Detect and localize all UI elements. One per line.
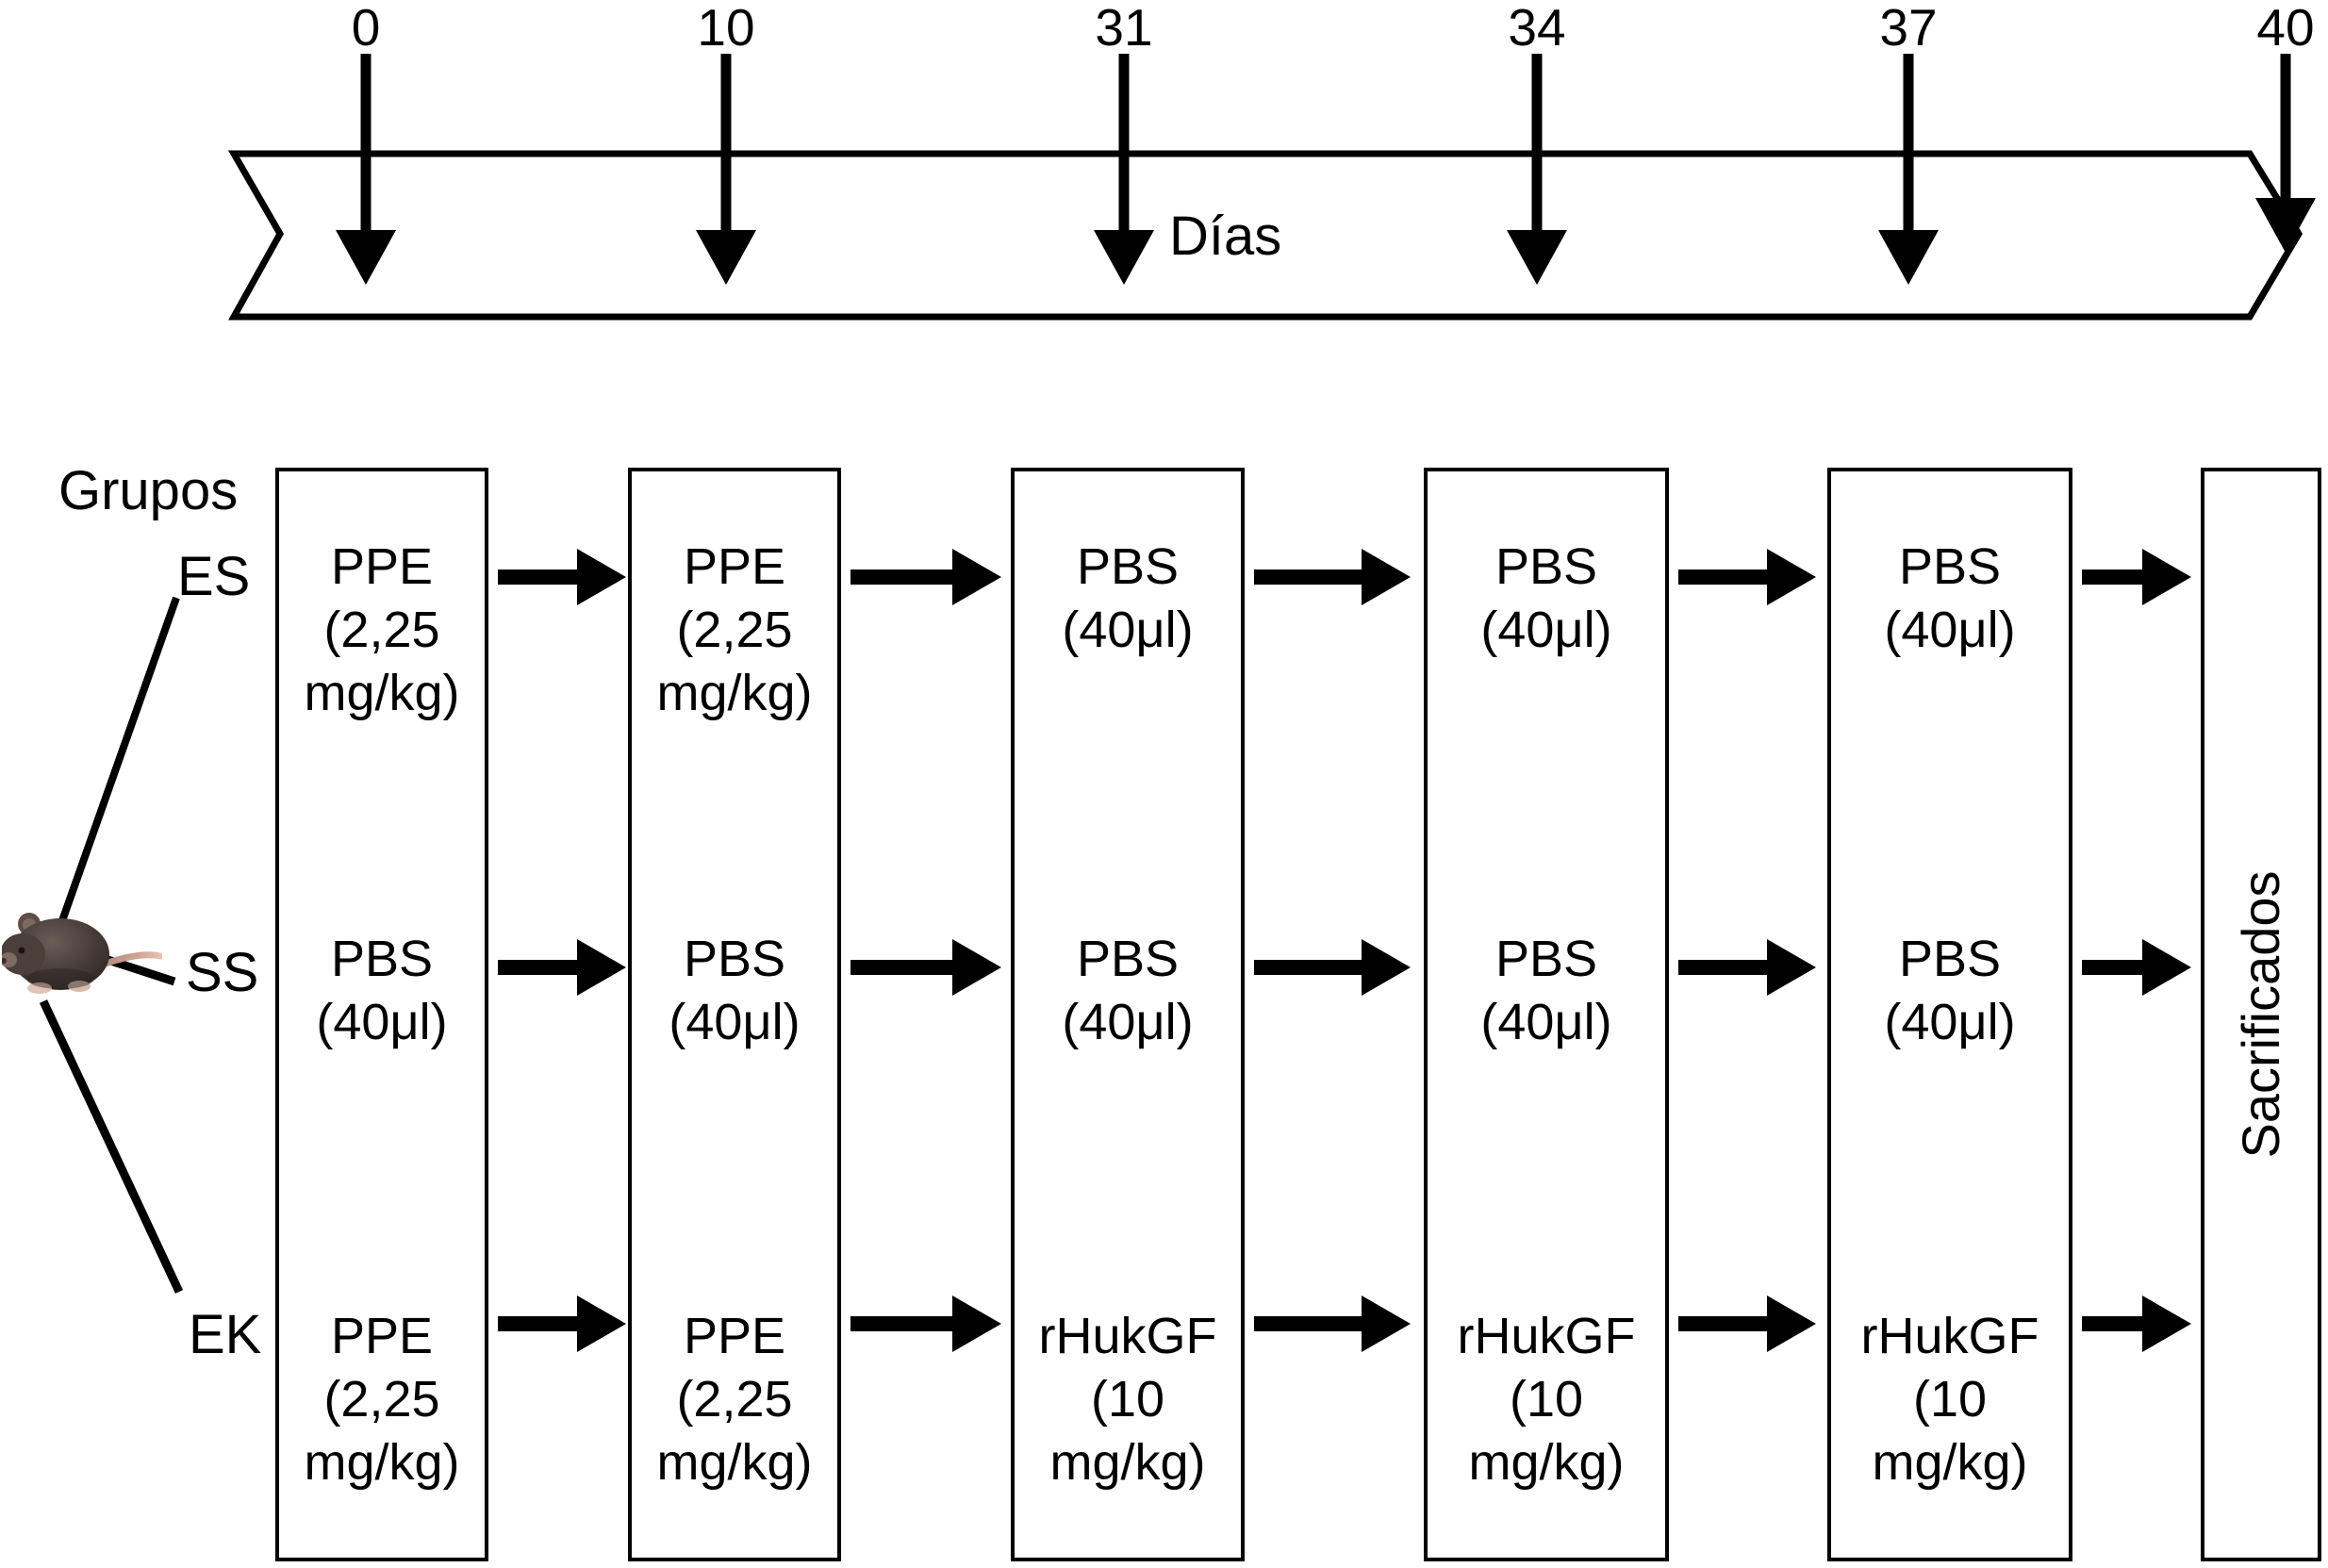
day-tick-label-34: 34 (1508, 0, 1566, 57)
treatment-cell-es-day34: PBS (40μl) (1480, 538, 1612, 658)
mouse-photo (2, 913, 162, 994)
treatment-cell-ek-day0: PPE (2,25 mg/kg) (304, 1308, 460, 1491)
day-arrow-group (336, 54, 2316, 285)
flow-arrows-row-es (498, 549, 2191, 605)
flow-arrow-es-4 (1678, 549, 1816, 605)
day-arrow-40 (2255, 54, 2316, 253)
treatment-column-day34[interactable]: PBS (40μl) PBS (40μl) rHukGF (10 mg/kg) (1424, 468, 1669, 1561)
day-arrow-31 (1094, 54, 1154, 285)
endpoint-column-sacrificados[interactable]: Sacrificados (2201, 468, 2321, 1561)
treatment-cell-ss-day0: PBS (40μl) (316, 931, 448, 1050)
treatment-cell-ek-day34: rHukGF (10 mg/kg) (1457, 1308, 1636, 1491)
day-tick-label-0: 0 (351, 0, 381, 57)
treatment-cell-ss-day34: PBS (40μl) (1480, 931, 1612, 1050)
groups-header-label: Grupos (58, 460, 239, 521)
group-label-ek: EK (189, 1304, 262, 1365)
leader-line-ek (39, 999, 184, 1294)
treatment-cell-ek-day10: PPE (2,25 mg/kg) (656, 1308, 813, 1491)
timeline-banner-shape (227, 150, 2303, 321)
flow-arrows-row-ek (498, 1296, 2191, 1352)
treatment-column-day37[interactable]: PBS (40μl) PBS (40μl) rHukGF (10 mg/kg) (1827, 468, 2072, 1561)
flow-arrow-ss-4 (1678, 939, 1816, 996)
flow-arrow-ss-3 (1254, 939, 1411, 996)
flow-arrow-es-2 (850, 549, 1001, 605)
flow-arrow-ek-3 (1254, 1296, 1411, 1352)
treatment-cell-es-day31: PBS (40μl) (1062, 538, 1194, 658)
day-arrow-10 (696, 54, 756, 285)
flow-arrow-ek-2 (850, 1296, 1001, 1352)
treatment-cell-ek-day31: rHukGF (10 mg/kg) (1038, 1308, 1217, 1491)
treatment-cell-ek-day37: rHukGF (10 mg/kg) (1860, 1308, 2039, 1491)
flow-arrow-es-3 (1254, 549, 1411, 605)
flow-arrow-es-5 (2082, 549, 2191, 605)
leader-line-es (50, 596, 180, 947)
flow-arrow-ss-1 (498, 939, 626, 996)
day-tick-label-40: 40 (2256, 0, 2315, 57)
day-arrow-37 (1878, 54, 1939, 285)
treatment-column-day31[interactable]: PBS (40μl) PBS (40μl) rHukGF (10 mg/kg) (1011, 468, 1245, 1561)
flow-arrows-row-ss (498, 939, 2191, 996)
timeline-panel: 0 10 31 34 37 40 Días (0, 0, 2328, 339)
flow-arrow-ss-2 (850, 939, 1001, 996)
day-tick-label-10: 10 (697, 0, 755, 57)
flow-arrow-ek-4 (1678, 1296, 1816, 1352)
treatment-column-day10[interactable]: PPE (2,25 mg/kg) PBS (40μl) PPE (2,25 mg… (628, 468, 841, 1561)
day-arrow-0 (336, 54, 396, 285)
treatment-cell-ss-day10: PBS (40μl) (669, 931, 801, 1050)
treatment-column-day0[interactable]: PPE (2,25 mg/kg) PBS (40μl) PPE (2,25 mg… (275, 468, 488, 1561)
flow-arrow-ek-5 (2082, 1296, 2191, 1352)
treatment-cell-es-day0: PPE (2,25 mg/kg) (304, 538, 460, 721)
day-tick-label-37: 37 (1879, 0, 1938, 57)
group-label-es: ES (177, 546, 251, 607)
timeline-banner-svg (227, 54, 2316, 321)
day-tick-label-31: 31 (1095, 0, 1153, 57)
treatment-cell-ss-day37: PBS (40μl) (1884, 931, 2016, 1050)
treatment-cell-es-day10: PPE (2,25 mg/kg) (656, 538, 813, 721)
treatment-cell-es-day37: PBS (40μl) (1884, 538, 2016, 658)
group-label-ss: SS (186, 942, 259, 1003)
flow-arrow-es-1 (498, 549, 626, 605)
timeline-axis-label: Días (1169, 206, 1282, 267)
flow-arrow-ss-5 (2082, 939, 2191, 996)
treatment-cell-ss-day31: PBS (40μl) (1062, 931, 1194, 1050)
flow-arrow-ek-1 (498, 1296, 626, 1352)
day-arrow-34 (1507, 54, 1567, 285)
